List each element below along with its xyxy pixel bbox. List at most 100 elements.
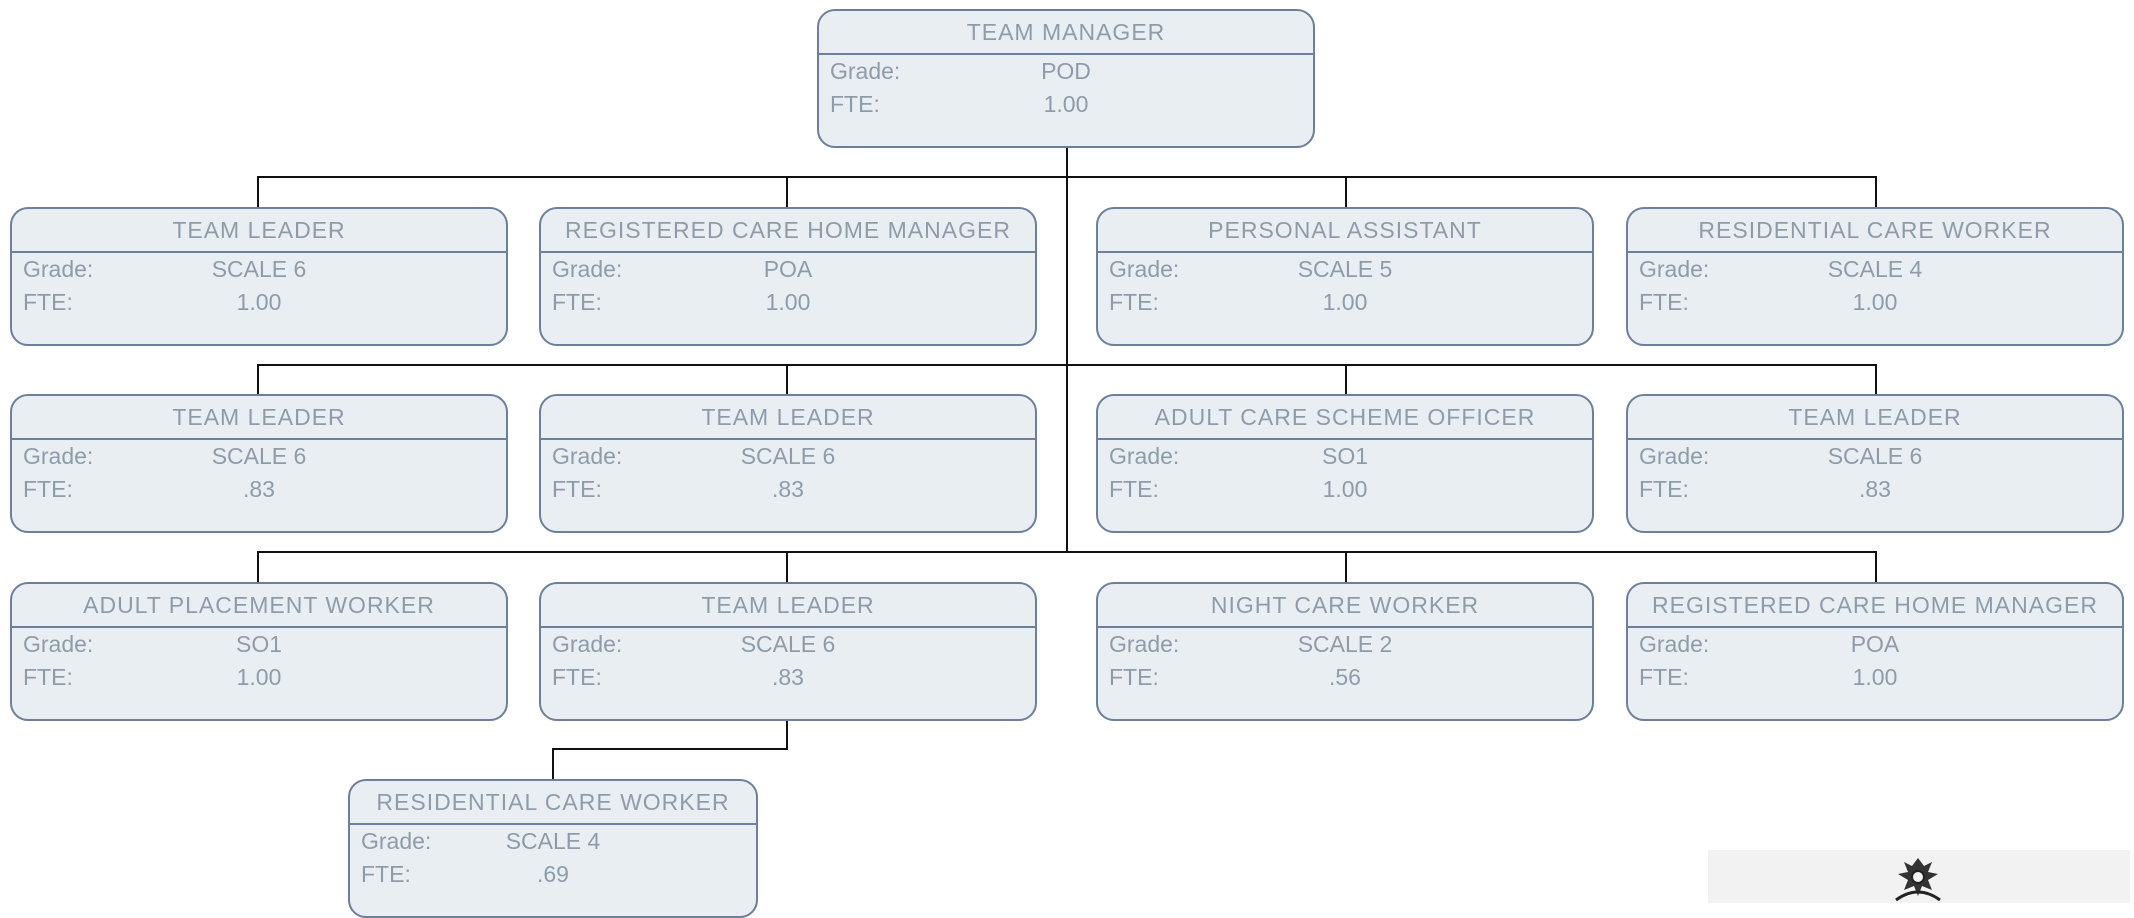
- fte-label: FTE:: [23, 476, 73, 502]
- fte-value: .56: [1329, 664, 1361, 690]
- node-team-leader: TEAM LEADER Grade: SCALE 6 FTE: 1.00: [10, 207, 508, 346]
- connector-line: [786, 551, 788, 582]
- grade-value: POA: [763, 256, 813, 282]
- fte-label: FTE:: [1639, 476, 1689, 502]
- node-title: PERSONAL ASSISTANT: [1098, 209, 1592, 253]
- grade-label: Grade:: [1639, 443, 1710, 469]
- node-team-manager: TEAM MANAGER Grade:POD FTE:1.00: [817, 9, 1315, 148]
- fte-value: .69: [537, 861, 569, 887]
- grade-label: Grade:: [552, 443, 623, 469]
- fte-label: FTE:: [552, 476, 602, 502]
- connector-line: [1345, 551, 1347, 582]
- grade-value: SCALE 6: [1827, 443, 1923, 469]
- grade-label: Grade:: [23, 443, 94, 469]
- node-title: TEAM LEADER: [541, 584, 1035, 628]
- connector-line: [1345, 364, 1347, 394]
- grade-label: Grade:: [552, 256, 623, 282]
- fte-label: FTE:: [552, 289, 602, 315]
- fte-value: 1.00: [236, 664, 282, 690]
- node-personal-assistant: PERSONAL ASSISTANT Grade: SCALE 5 FTE: 1.0…: [1096, 207, 1594, 346]
- node-title: REGISTERED CARE HOME MANAGER: [1628, 584, 2122, 628]
- grade-label: Grade:: [1639, 256, 1710, 282]
- node-title: REGISTERED CARE HOME MANAGER: [541, 209, 1035, 253]
- fte-value: 1.00: [1852, 664, 1898, 690]
- fte-label: FTE:: [23, 289, 73, 315]
- node-team-leader: TEAM LEADER Grade:SCALE 6 FTE:.83: [10, 394, 508, 533]
- grade-label: Grade:: [361, 828, 432, 854]
- connector-line: [257, 176, 1877, 178]
- node-night-care-worker: NIGHT CARE WORKER Grade: SCALE 2 FTE: .56: [1096, 582, 1594, 721]
- connector-line: [1875, 176, 1877, 207]
- connector-line: [257, 364, 1877, 366]
- fte-label: FTE:: [1109, 476, 1159, 502]
- fte-value: 1.00: [1852, 289, 1898, 315]
- fte-label: FTE:: [23, 664, 73, 690]
- fte-value: 1.00: [236, 289, 282, 315]
- crest-icon: [1895, 858, 1941, 902]
- node-title: ADULT PLACEMENT WORKER: [12, 584, 506, 628]
- fte-value: .83: [1859, 476, 1891, 502]
- grade-label: Grade:: [23, 631, 94, 657]
- connector-line: [1875, 364, 1877, 394]
- grade-label: Grade:: [552, 631, 623, 657]
- grade-value: SCALE 4: [1827, 256, 1923, 282]
- node-adult-care-scheme-officer: ADULT CARE SCHEME OFFICER Grade:SO1 FTE:…: [1096, 394, 1594, 533]
- fte-value: 1.00: [1322, 476, 1368, 502]
- fte-value: 1.00: [1322, 289, 1368, 315]
- connector-line: [1066, 148, 1068, 552]
- node-residential-care-worker: RESIDENTIAL CARE WORKER Grade: SCALE 4 FT…: [348, 779, 758, 918]
- node-team-leader: TEAM LEADER Grade:SCALE 6 FTE:.83: [539, 394, 1037, 533]
- fte-value: 1.00: [765, 289, 811, 315]
- fte-label: FTE:: [1109, 664, 1159, 690]
- grade-value: SCALE 2: [1297, 631, 1393, 657]
- fte-value: .83: [772, 664, 804, 690]
- fte-label: FTE:: [830, 91, 880, 117]
- node-team-leader: TEAM LEADER Grade: SCALE 6 FTE: .83: [539, 582, 1037, 721]
- grade-label: Grade:: [1109, 256, 1180, 282]
- fte-value: 1.00: [1043, 91, 1089, 117]
- node-title: ADULT CARE SCHEME OFFICER: [1098, 396, 1592, 440]
- fte-label: FTE:: [1109, 289, 1159, 315]
- node-registered-care-home-manager: REGISTERED CARE HOME MANAGER Grade: POA F…: [1626, 582, 2124, 721]
- grade-value: SCALE 4: [505, 828, 601, 854]
- connector-line: [552, 748, 554, 779]
- fte-label: FTE:: [1639, 289, 1689, 315]
- connector-line: [1875, 551, 1877, 582]
- connector-line: [257, 176, 259, 207]
- node-title: TEAM LEADER: [1628, 396, 2122, 440]
- fte-label: FTE:: [361, 861, 411, 887]
- node-residential-care-worker: RESIDENTIAL CARE WORKER Grade: SCALE 4 FT…: [1626, 207, 2124, 346]
- grade-value: SCALE 6: [211, 443, 307, 469]
- grade-value: SCALE 6: [211, 256, 307, 282]
- grade-value: SCALE 6: [740, 631, 836, 657]
- grade-value: SO1: [1321, 443, 1369, 469]
- node-title: RESIDENTIAL CARE WORKER: [350, 781, 756, 825]
- grade-value: SCALE 6: [740, 443, 836, 469]
- grade-label: Grade:: [1639, 631, 1710, 657]
- grade-label: Grade:: [1109, 631, 1180, 657]
- fte-label: FTE:: [552, 664, 602, 690]
- connector-line: [1345, 176, 1347, 207]
- node-title: RESIDENTIAL CARE WORKER: [1628, 209, 2122, 253]
- fte-label: FTE:: [1639, 664, 1689, 690]
- grade-value: POD: [1041, 58, 1091, 84]
- node-adult-placement-worker: ADULT PLACEMENT WORKER Grade: SO1 FTE: 1.0…: [10, 582, 508, 721]
- grade-label: Grade:: [23, 256, 94, 282]
- connector-line: [786, 364, 788, 394]
- fte-value: .83: [772, 476, 804, 502]
- connector-line: [257, 551, 1877, 553]
- fte-value: .83: [243, 476, 275, 502]
- connector-line: [257, 364, 259, 394]
- node-title: TEAM LEADER: [12, 209, 506, 253]
- node-title: NIGHT CARE WORKER: [1098, 584, 1592, 628]
- connector-line: [257, 551, 259, 582]
- node-registered-care-home-manager: REGISTERED CARE HOME MANAGER Grade: POA F…: [539, 207, 1037, 346]
- grade-value: SCALE 5: [1297, 256, 1393, 282]
- grade-value: POA: [1850, 631, 1900, 657]
- crest-logo: [1708, 850, 2130, 903]
- connector-line: [786, 176, 788, 207]
- node-team-leader: TEAM LEADER Grade: SCALE 6 FTE: .83: [1626, 394, 2124, 533]
- grade-value: SO1: [235, 631, 283, 657]
